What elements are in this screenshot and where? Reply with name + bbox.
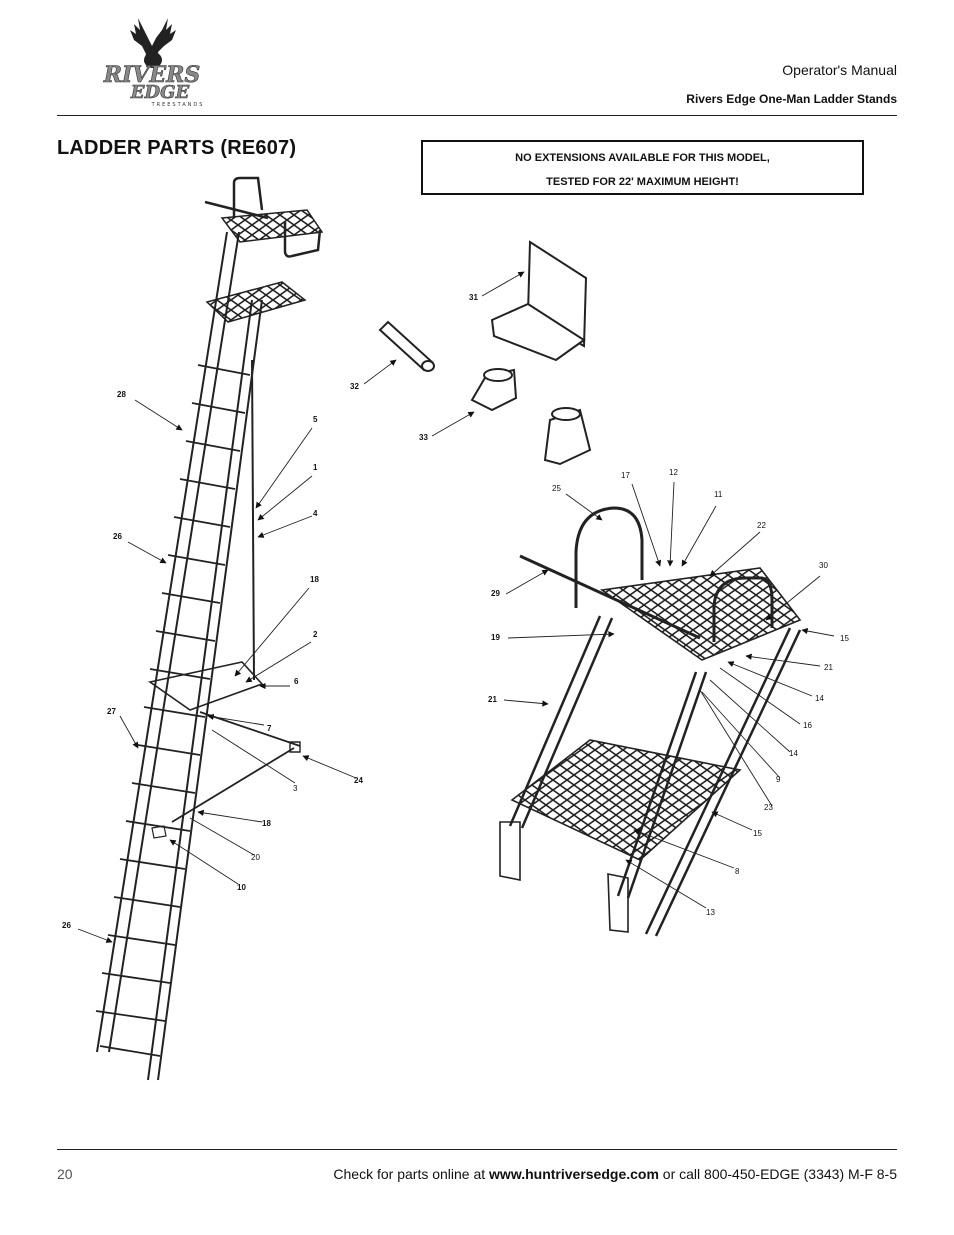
callout-label: 19: [491, 633, 500, 642]
footer-text-after: or call 800-450-EDGE (3343) M-F 8-5: [658, 1166, 897, 1182]
callout-label: 18: [262, 819, 271, 828]
callout-label: 27: [107, 707, 116, 716]
callout-label: 17: [621, 471, 630, 480]
strap-pad-drawing: [470, 368, 592, 466]
callout-label: 9: [776, 775, 781, 784]
callout-label: 15: [753, 829, 762, 838]
padded-rail-drawing: [378, 320, 435, 372]
callout-label: 4: [313, 509, 318, 518]
callout-label: 14: [789, 749, 798, 758]
footer-text: Check for parts online at www.huntrivers…: [333, 1166, 897, 1182]
page-number: 20: [57, 1166, 73, 1182]
callout-label: 33: [419, 433, 428, 442]
callout-label: 25: [552, 484, 561, 493]
callout-label: 18: [310, 575, 319, 584]
callout-label: 1: [313, 463, 318, 472]
model-line: Rivers Edge One-Man Ladder Stands: [686, 92, 897, 106]
callout-label: 6: [294, 677, 299, 686]
callout-label: 20: [251, 853, 260, 862]
callout-label: 30: [819, 561, 828, 570]
callout-label: 8: [735, 867, 740, 876]
callout-label: 21: [488, 695, 497, 704]
callout-label: 5: [313, 415, 318, 424]
callout-label: 28: [117, 390, 126, 399]
manual-label: Operator's Manual: [782, 62, 897, 78]
callout-label: 14: [815, 694, 824, 703]
callout-label: 24: [354, 776, 363, 785]
platform-callout-labels: 25 17 12 11 22 30 29 19 15 21 21 14 16 1…: [488, 468, 849, 917]
accessory-callout-labels: 31 32 33: [350, 293, 478, 442]
callout-label: 29: [491, 589, 500, 598]
platform-detail-drawing: [499, 506, 802, 937]
callout-label: 7: [267, 724, 272, 733]
logo-line2: EDGE: [130, 82, 190, 103]
callout-label: 31: [469, 293, 478, 302]
ladder-stand-drawing: [95, 176, 324, 1081]
logo-tagline: TREESTANDS: [151, 102, 205, 108]
callout-label: 26: [62, 921, 71, 930]
callout-label: 2: [313, 630, 318, 639]
accessory-callouts: [363, 271, 525, 437]
callout-label: 21: [824, 663, 833, 672]
notice-line1: NO EXTENSIONS AVAILABLE FOR THIS MODEL,: [515, 152, 770, 164]
rivers-edge-logo: RIVERS EDGE TREESTANDS: [102, 18, 205, 108]
callout-label: 3: [293, 784, 298, 793]
callout-label: 22: [757, 521, 766, 530]
page-title: LADDER PARTS (RE607): [57, 137, 297, 159]
callout-label: 26: [113, 532, 122, 541]
callout-label: 32: [350, 382, 359, 391]
notice-line2: TESTED FOR 22' MAXIMUM HEIGHT!: [546, 176, 739, 188]
callout-label: 23: [764, 803, 773, 812]
seat-cushion-drawing: [490, 240, 588, 362]
ladder-callout-labels: 28 5 1 4 26 18 2 6 7 27 24 3 18 20 10 26: [62, 390, 363, 930]
footer-divider: [57, 1149, 897, 1150]
callout-label: 13: [706, 908, 715, 917]
ladder-callouts: [77, 399, 357, 943]
callout-label: 10: [237, 883, 246, 892]
header-divider: [57, 115, 897, 116]
notice-box: NO EXTENSIONS AVAILABLE FOR THIS MODEL, …: [421, 140, 864, 195]
logo-line1: RIVERS: [103, 62, 201, 88]
callout-label: 15: [840, 634, 849, 643]
callout-label: 16: [803, 721, 812, 730]
deer-head-icon: [130, 18, 176, 68]
platform-callouts: [503, 481, 835, 909]
footer-url-link[interactable]: www.huntriversedge.com: [489, 1166, 659, 1182]
footer-text-before: Check for parts online at: [333, 1166, 490, 1182]
callout-label: 12: [669, 468, 678, 477]
callout-label: 11: [714, 490, 723, 499]
